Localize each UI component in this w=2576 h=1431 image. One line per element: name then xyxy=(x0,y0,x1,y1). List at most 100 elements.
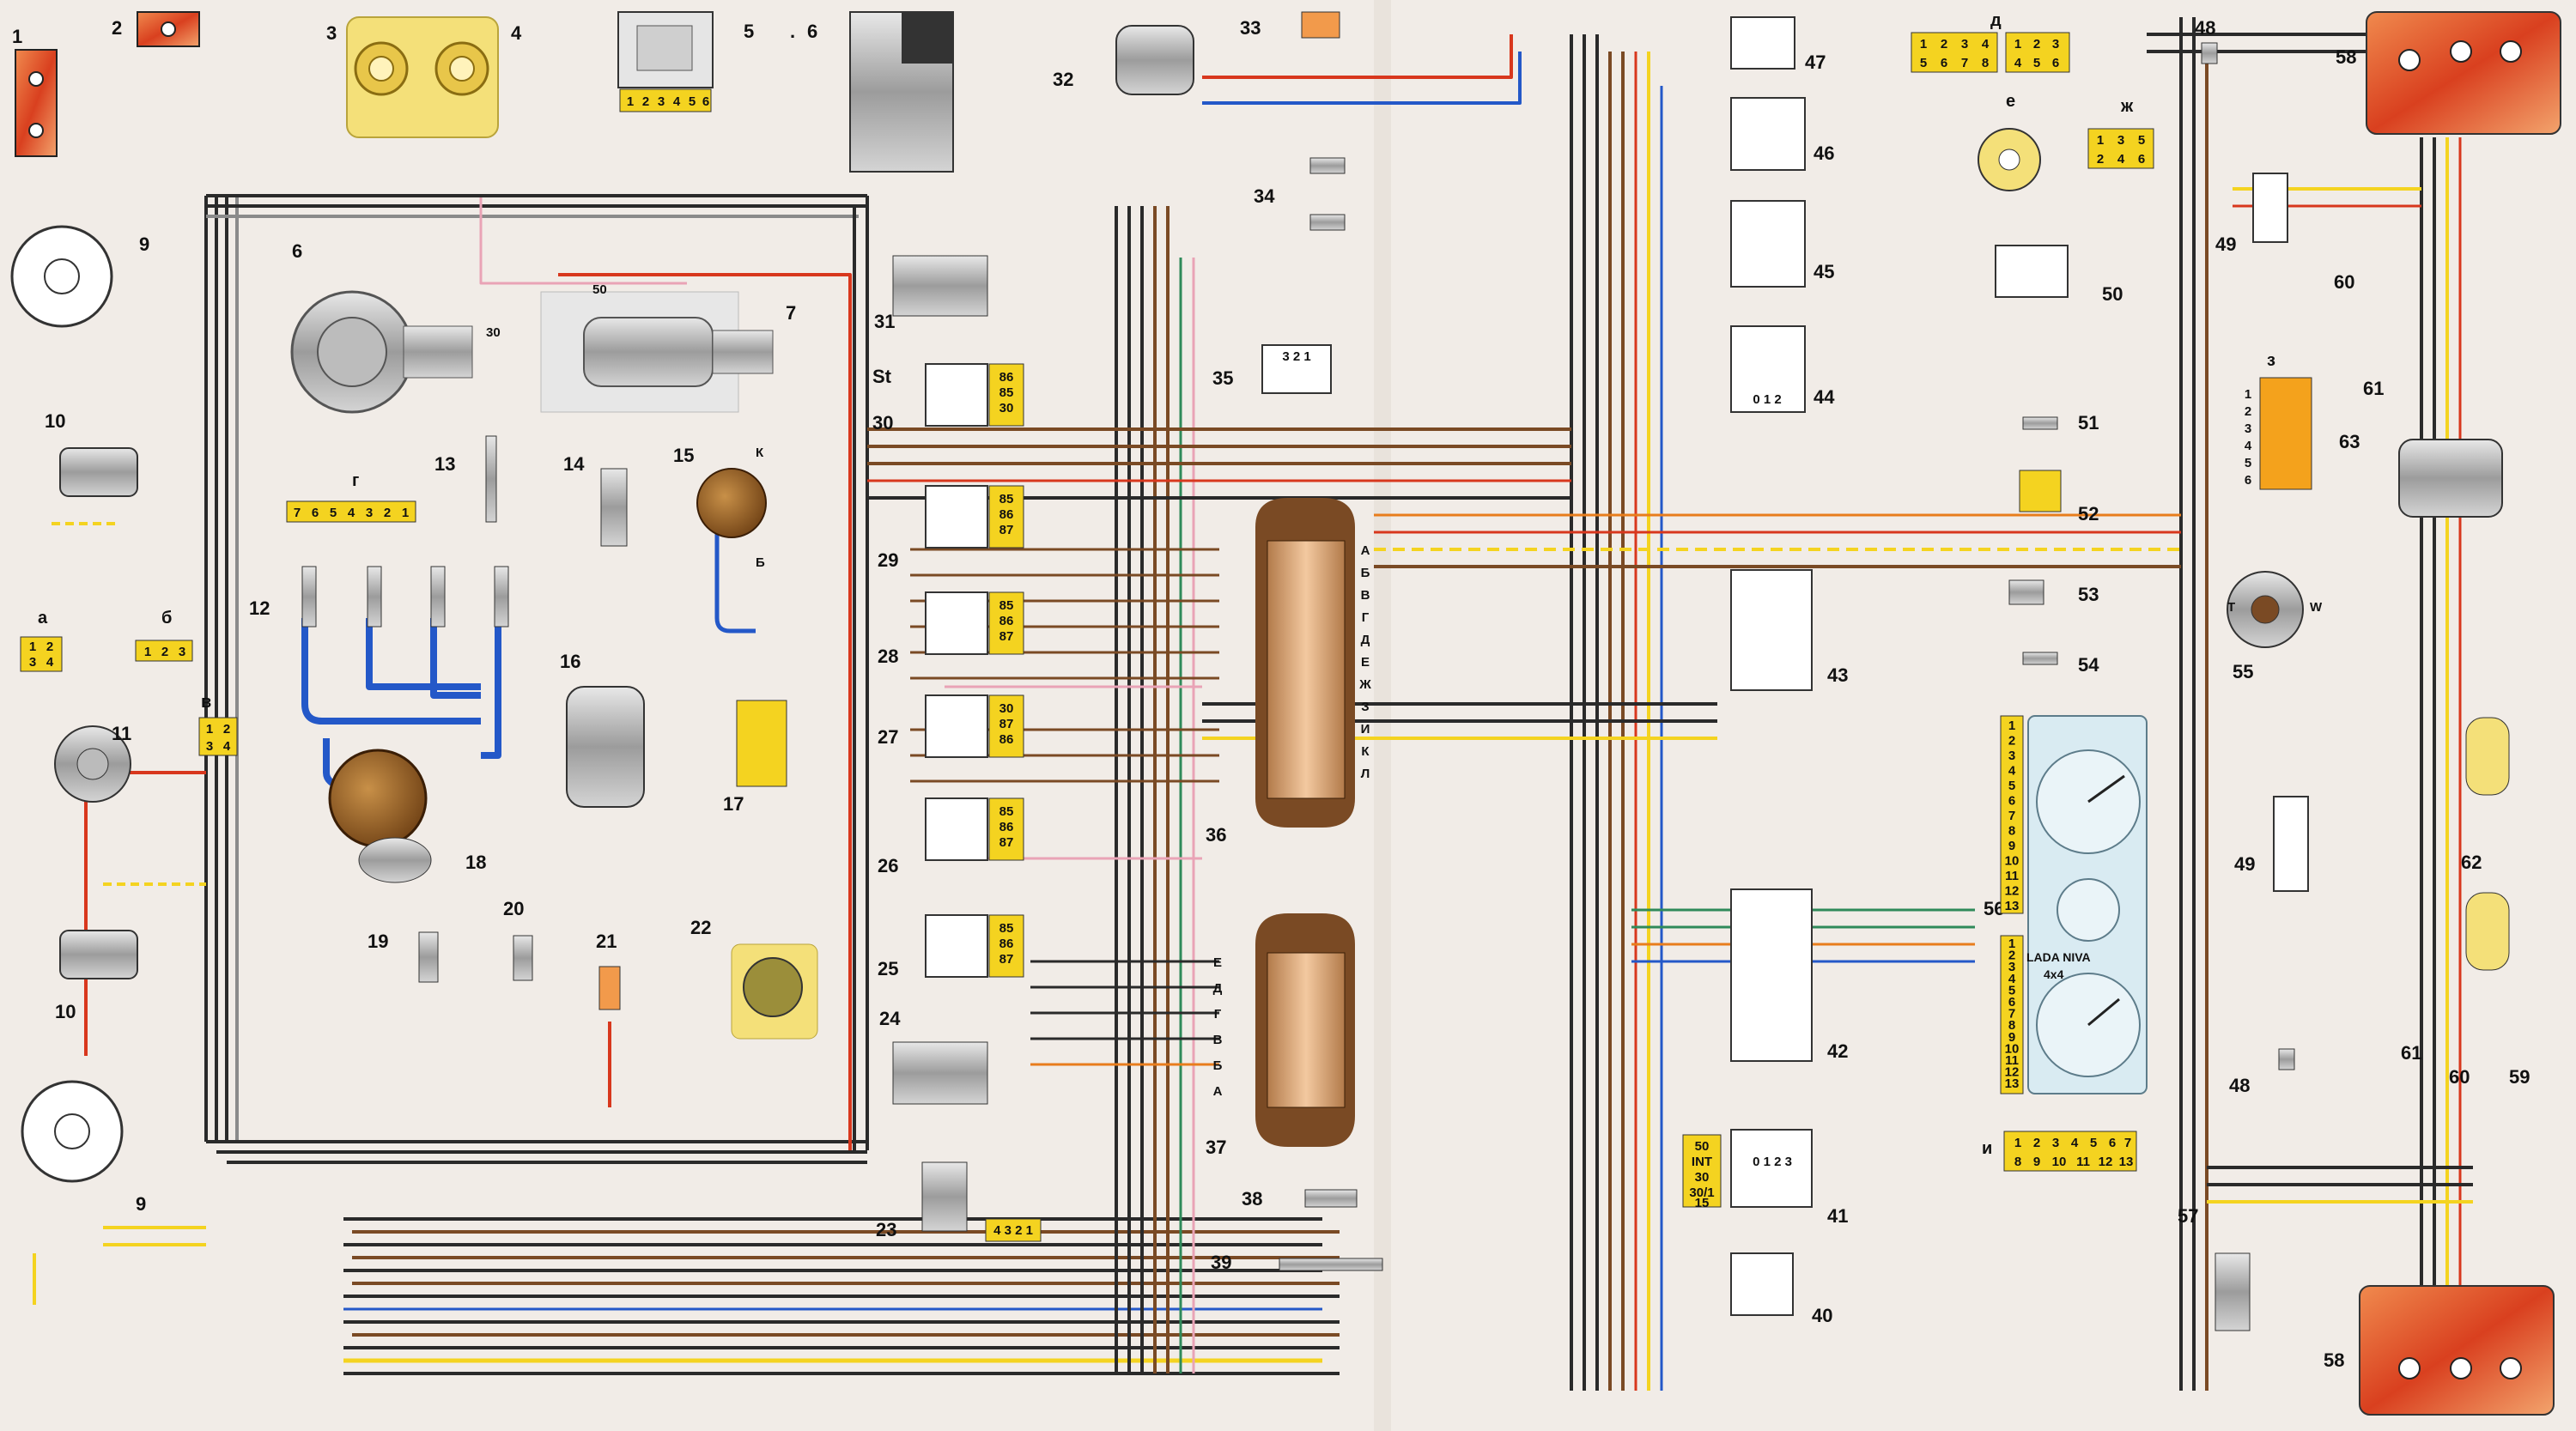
cluster-pin-upper: 2 xyxy=(2008,734,2015,749)
label-12: 12 xyxy=(249,597,270,619)
svg-text:12: 12 xyxy=(2099,1155,2113,1169)
svg-text:В: В xyxy=(1213,1033,1223,1047)
relay-28: 28 xyxy=(878,591,988,667)
switch-40: 40 xyxy=(1730,1252,1832,1326)
svg-text:30/1: 30/1 xyxy=(1689,1185,1714,1200)
page-fold xyxy=(1374,0,1391,1431)
relay-29: 29 xyxy=(878,485,988,571)
svg-text:1: 1 xyxy=(144,645,151,659)
cluster-pin-lower: 2 xyxy=(2008,949,2015,963)
label-9-top: 9 xyxy=(139,233,149,255)
svg-text:7: 7 xyxy=(1961,56,1968,70)
label-9-bottom: 9 xyxy=(136,1193,146,1215)
wiper-motor-16: 16 xyxy=(560,651,645,808)
svg-text:52: 52 xyxy=(2078,503,2099,524)
cluster-pin-upper: 10 xyxy=(2005,854,2020,869)
ignition-coil-15: 15 К Б xyxy=(673,445,767,570)
svg-text:15: 15 xyxy=(1695,1196,1710,1210)
fuse-block-36: 36 xyxy=(1206,498,1355,846)
svg-text:2: 2 xyxy=(2245,404,2251,419)
svg-text:2: 2 xyxy=(2097,152,2104,167)
terminal-50-starter: 50 xyxy=(592,282,607,297)
svg-text:е: е xyxy=(2006,92,2015,111)
cluster-pin-lower: 11 xyxy=(2005,1053,2019,1068)
svg-text:г: г xyxy=(352,471,359,490)
svg-text:87: 87 xyxy=(999,835,1014,850)
label-10-bottom: 10 xyxy=(55,1001,76,1022)
label-16: 16 xyxy=(560,651,580,672)
svg-text:85: 85 xyxy=(999,921,1014,936)
connector-b: б 1 2 3 xyxy=(135,609,193,662)
svg-text:ж: ж xyxy=(2120,97,2134,116)
svg-text:59: 59 xyxy=(2509,1066,2530,1088)
svg-text:6: 6 xyxy=(312,506,319,520)
switch-47: 47 xyxy=(1730,16,1826,73)
svg-text:50: 50 xyxy=(2102,283,2123,305)
label-3: 3 xyxy=(326,22,337,44)
svg-text:4: 4 xyxy=(2245,439,2252,453)
fuse-letters-37: Е Д Г В Б А xyxy=(1213,955,1223,1099)
label-10-top: 10 xyxy=(45,410,65,432)
lamp-59: 59 xyxy=(2509,1066,2530,1088)
lamp-48-bottom: 48 xyxy=(2229,1048,2295,1096)
svg-text:9: 9 xyxy=(2033,1155,2040,1169)
svg-text:1: 1 xyxy=(1920,37,1927,52)
cluster-pin-lower: 9 xyxy=(2008,1030,2015,1045)
distributor-18: 18 xyxy=(328,749,486,883)
switch-35: 3 2 1 35 xyxy=(1212,344,1332,394)
washer-pump-57: 57 xyxy=(2178,1205,2251,1331)
instrument-cluster-56: LADA NIVA 4x4 56 xyxy=(1984,715,2148,1094)
svg-text:31: 31 xyxy=(874,311,895,332)
svg-text:8: 8 xyxy=(1982,56,1989,70)
lamp-60: 60 60 xyxy=(2334,271,2470,1088)
svg-text:2: 2 xyxy=(46,640,53,654)
label-32: 32 xyxy=(1053,69,1073,90)
svg-text:4: 4 xyxy=(223,739,231,754)
svg-text:53: 53 xyxy=(2078,584,2099,605)
relay-26: 26 xyxy=(878,797,988,876)
label-39: 39 xyxy=(1211,1252,1231,1273)
heater-61: 61 61 xyxy=(2363,378,2421,1064)
svg-text:2: 2 xyxy=(1941,37,1947,52)
svg-text:7: 7 xyxy=(2124,1136,2131,1150)
svg-text:3: 3 xyxy=(2245,421,2251,436)
lamp-48-top: 48 xyxy=(2195,17,2218,64)
sensor-14: 14 xyxy=(563,453,628,547)
switch-46: 46 xyxy=(1730,97,1834,171)
battery-6: 6 . xyxy=(790,11,954,173)
connector-a: а 1 2 3 4 xyxy=(20,609,63,672)
relay-27: 27 xyxy=(878,694,988,758)
label-14: 14 xyxy=(563,453,585,475)
svg-text:1: 1 xyxy=(2014,37,2021,52)
svg-text:62: 62 xyxy=(2461,852,2482,873)
svg-text:13: 13 xyxy=(2119,1155,2134,1169)
svg-text:2: 2 xyxy=(642,94,649,109)
sensor-52: 52 xyxy=(2019,470,2099,524)
label-23: 23 xyxy=(876,1219,896,1240)
terminal-K: К xyxy=(756,446,764,460)
relay-50: 50 xyxy=(1995,245,2123,305)
svg-text:30: 30 xyxy=(1695,1170,1710,1185)
svg-text:3 2 1: 3 2 1 xyxy=(1282,349,1310,364)
cluster-pin-lower: 13 xyxy=(2005,1076,2020,1091)
svg-text:5: 5 xyxy=(2090,1136,2097,1150)
label-33: 33 xyxy=(1240,17,1261,39)
svg-text:86: 86 xyxy=(999,370,1014,385)
label-2: 2 xyxy=(112,17,122,39)
svg-text:6: 6 xyxy=(2052,56,2059,70)
switch-hazard-43: 43 xyxy=(1730,569,1848,691)
svg-text:58: 58 xyxy=(2324,1349,2344,1371)
svg-text:85: 85 xyxy=(999,385,1014,400)
svg-text:46: 46 xyxy=(1814,142,1834,164)
svg-text:5: 5 xyxy=(2033,56,2040,70)
sensor-21: 21 xyxy=(596,931,621,1010)
ignition-switch-41: 0 1 2 3 50 INT 30 30/1 15 41 xyxy=(1682,1129,1848,1227)
svg-text:А: А xyxy=(1213,1084,1223,1099)
svg-text:29: 29 xyxy=(878,549,898,571)
svg-text:5: 5 xyxy=(1920,56,1927,70)
svg-text:2: 2 xyxy=(161,645,168,659)
ignition-terminals: 50 INT 30 30/1 15 xyxy=(1682,1134,1722,1210)
relay-23: 23 4 3 2 1 xyxy=(876,1161,1042,1242)
sensor-39: 39 xyxy=(1211,1252,1383,1273)
